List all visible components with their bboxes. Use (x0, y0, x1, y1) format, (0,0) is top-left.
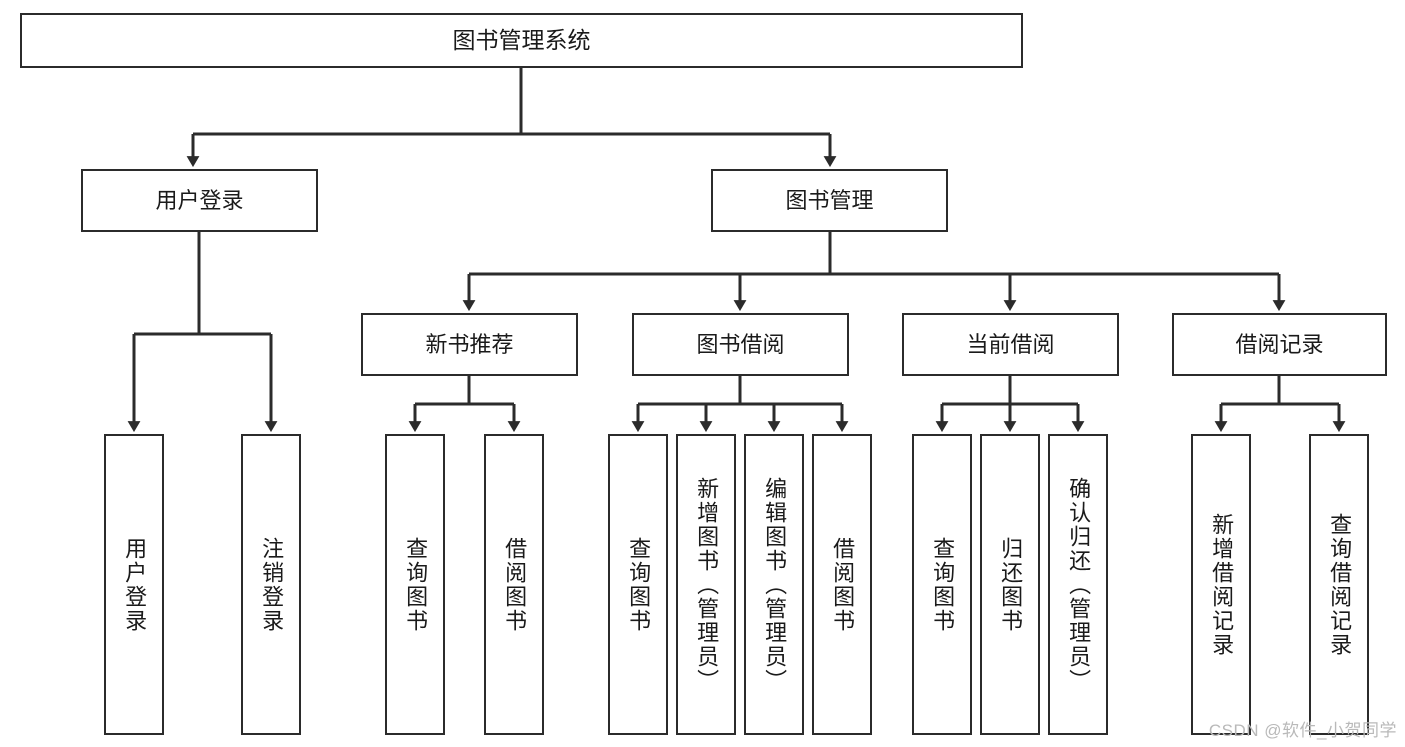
leaf-recommend-borrow-book[interactable]: 借阅图书 (484, 434, 544, 735)
leaf-borrow-add-book-admin[interactable]: 新增图书（管理员） (676, 434, 736, 735)
leaf-borrow-edit-book-admin[interactable]: 编辑图书（管理员） (744, 434, 804, 735)
leaf-borrow-lend-book[interactable]: 借阅图书 (812, 434, 872, 735)
node-user-login[interactable]: 用户登录 (81, 169, 318, 232)
node-current-borrow[interactable]: 当前借阅 (902, 313, 1119, 376)
leaf-current-return-book[interactable]: 归还图书 (980, 434, 1040, 735)
node-new-book-recommend[interactable]: 新书推荐 (361, 313, 578, 376)
leaf-current-query-book[interactable]: 查询图书 (912, 434, 972, 735)
csdn-watermark: CSDN @软件_小贺同学 (1208, 721, 1397, 740)
node-root-system[interactable]: 图书管理系统 (20, 13, 1023, 68)
node-book-borrow[interactable]: 图书借阅 (632, 313, 849, 376)
leaf-borrow-query-book[interactable]: 查询图书 (608, 434, 668, 735)
node-book-manage[interactable]: 图书管理 (711, 169, 948, 232)
leaf-user-logout[interactable]: 注销登录 (241, 434, 301, 735)
leaf-record-add-borrow-record[interactable]: 新增借阅记录 (1191, 434, 1251, 735)
node-borrow-record[interactable]: 借阅记录 (1172, 313, 1387, 376)
leaf-recommend-query-book[interactable]: 查询图书 (385, 434, 445, 735)
leaf-current-confirm-return-admin[interactable]: 确认归还（管理员） (1048, 434, 1108, 735)
leaf-user-login[interactable]: 用户登录 (104, 434, 164, 735)
leaf-record-query-borrow-record[interactable]: 查询借阅记录 (1309, 434, 1369, 735)
